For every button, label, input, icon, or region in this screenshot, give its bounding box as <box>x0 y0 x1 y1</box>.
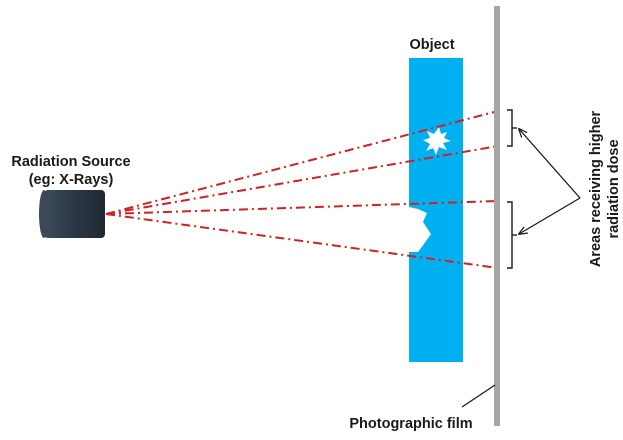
radiation-rays <box>105 110 499 269</box>
arrow-to-upper <box>519 129 581 199</box>
notch-defect <box>409 207 431 252</box>
source-label-line1: Radiation Source <box>11 154 130 170</box>
film-pointer <box>461 384 496 408</box>
radiation-source <box>39 190 105 238</box>
ray-4 <box>105 213 499 269</box>
lower-bracket <box>507 201 513 269</box>
upper-bracket <box>507 109 513 147</box>
photographic-film <box>494 6 500 426</box>
dose-arrows <box>519 129 581 234</box>
dose-brackets <box>507 109 517 269</box>
ray-3 <box>105 200 499 215</box>
void-defect <box>423 127 451 155</box>
dose-label-line1: Areas receiving higher <box>588 110 604 267</box>
source-label-line2: (eg: X-Rays) <box>29 172 114 188</box>
ray-2 <box>105 145 499 215</box>
dose-label: Areas receiving higher radiation dose <box>588 110 622 267</box>
film-label: Photographic film <box>349 416 472 432</box>
ray-1 <box>105 110 499 215</box>
object-label: Object <box>409 37 454 53</box>
object-slab <box>409 58 463 362</box>
arrow-to-lower <box>519 197 581 234</box>
dose-label-line2: radiation dose <box>606 139 622 238</box>
